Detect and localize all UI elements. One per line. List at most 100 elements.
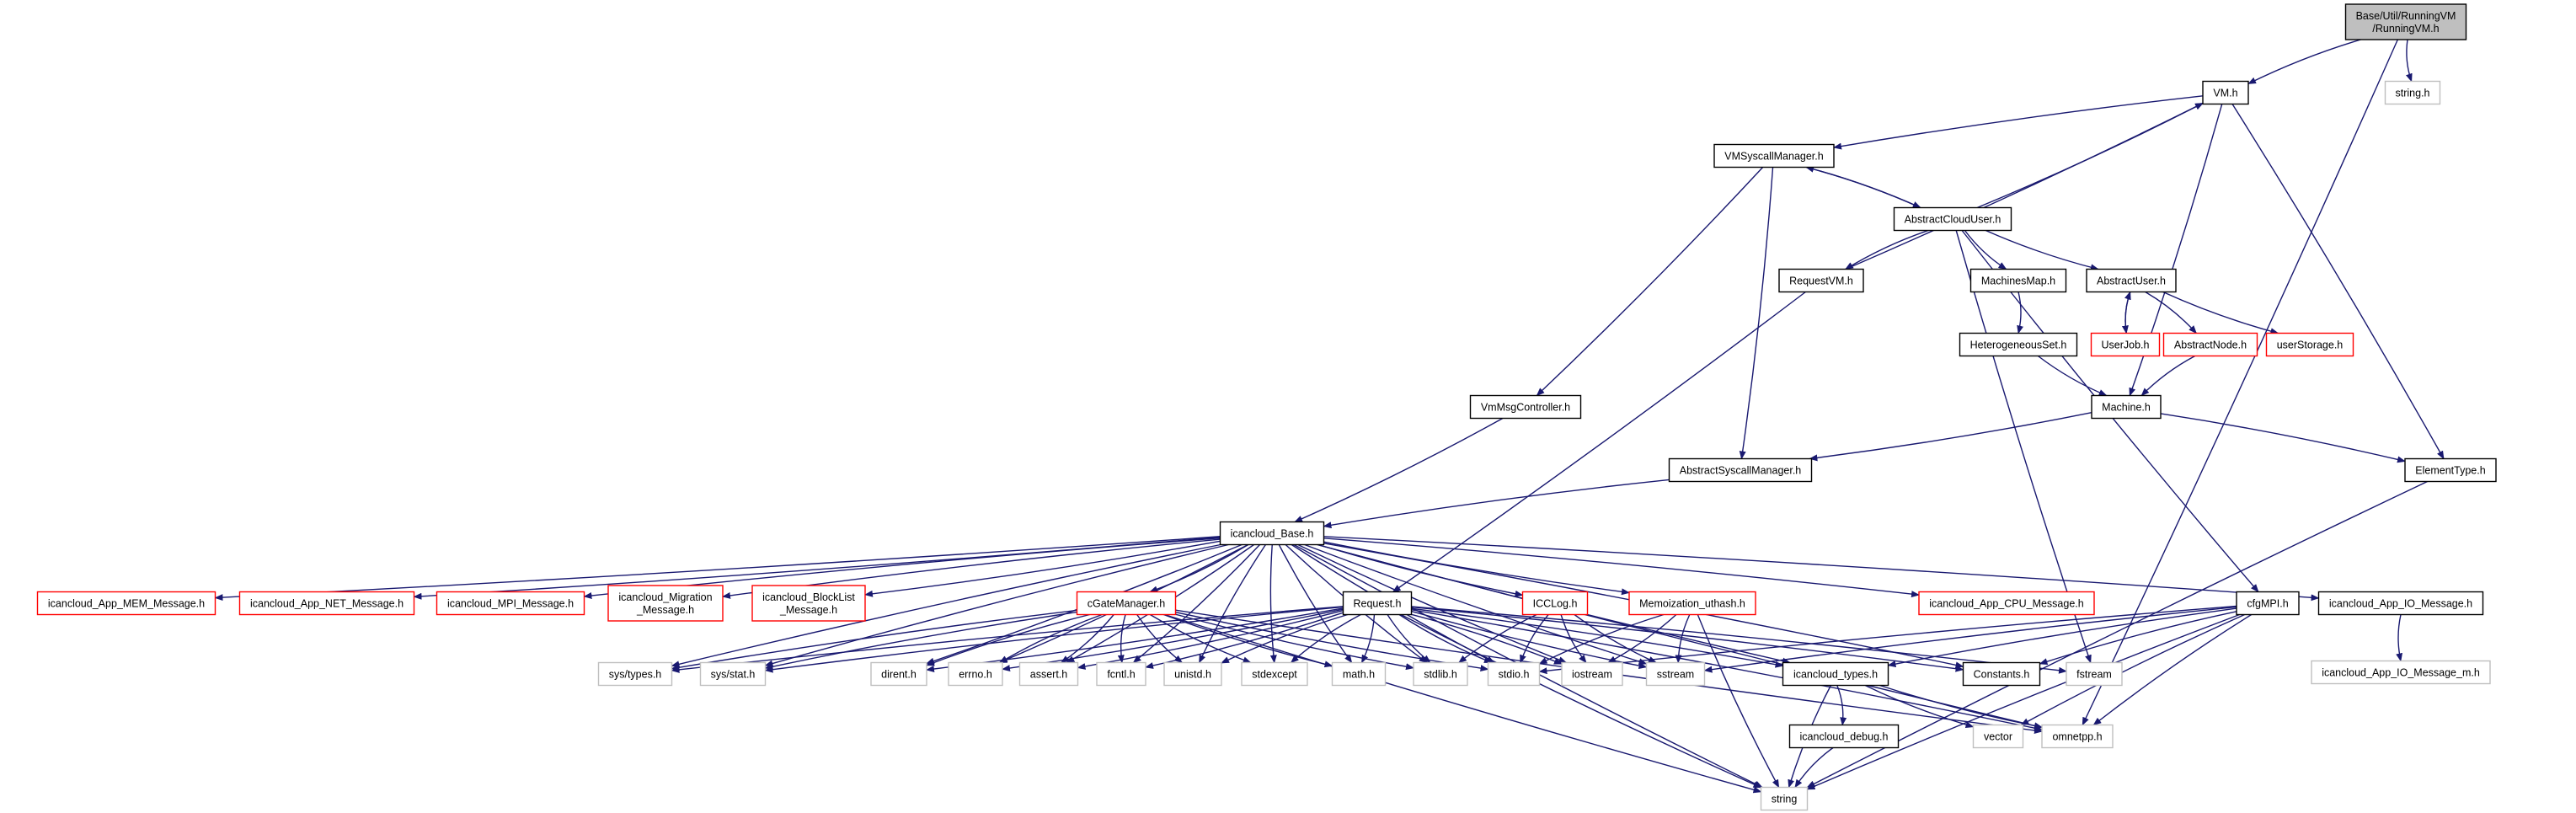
edge-icancloud-base-h-to-sys-stat-h (764, 543, 1229, 667)
node-vector[interactable]: vector (1972, 724, 2024, 749)
node-userstorage-h[interactable]: userStorage.h (2265, 332, 2354, 357)
node-string[interactable]: string (1760, 786, 1809, 811)
edge-request-h-to-assert-h (1077, 610, 1344, 670)
edge-cgatemanager-h-to-stdexcept (1149, 613, 1252, 664)
node-app-mem-msg[interactable]: icancloud_App_MEM_Message.h (36, 591, 216, 616)
edge-cgatemanager-h-to-unistd-h (1136, 614, 1184, 664)
edge-vmsyscallmanager-h-to-vmmsgcontroller-h (1536, 167, 1764, 397)
edge-heterogeneousset-h-to-machine-h (2037, 355, 2108, 397)
node-machinesmap-h[interactable]: MachinesMap.h (1969, 268, 2067, 293)
node-omnetpp-h[interactable]: omnetpp.h (2041, 724, 2114, 749)
node-app-io-msg-m[interactable]: icancloud_App_IO_Message_m.h (2311, 660, 2491, 685)
node-label: stdlib.h (1424, 669, 1457, 681)
node-label: MachinesMap.h (1981, 275, 2055, 287)
node-label: RequestVM.h (1789, 275, 1853, 287)
node-heterogeneousset-h[interactable]: HeterogeneousSet.h (1959, 332, 2078, 357)
node-running-vm[interactable]: Base/Util/RunningVM/RunningVM.h (2344, 3, 2467, 40)
edge-icancloud-debug-h-to-string (1794, 746, 1834, 789)
node-stdlib-h[interactable]: stdlib.h (1413, 661, 1468, 687)
node-stdexcept[interactable]: stdexcept (1241, 661, 1308, 687)
node-label: icancloud_App_IO_Message.h (2329, 598, 2472, 610)
node-dirent-h[interactable]: dirent.h (870, 661, 927, 687)
node-mpi-msg[interactable]: icancloud_MPI_Message.h (436, 591, 585, 616)
node-label: string (1772, 794, 1798, 805)
node-sys-types-h[interactable]: sys/types.h (597, 661, 673, 687)
node-assert-h[interactable]: assert.h (1018, 661, 1079, 687)
edge-icancloud-base-h-to-memoization-h (1323, 541, 1630, 596)
file-nodes: Base/Util/RunningVM/RunningVM.hVM.h strin… (36, 3, 2497, 811)
node-vmsyscallmanager-h[interactable]: VMSyscallManager.h (1713, 143, 1835, 168)
edge-cgatemanager-h-to-assert-h (1060, 614, 1114, 664)
node-errno-h[interactable]: errno.h (948, 661, 1003, 687)
node-app-io-msg[interactable]: icancloud_App_IO_Message.h (2317, 591, 2484, 616)
node-vmmsgcontroller-h[interactable]: VmMsgController.h (1469, 394, 1582, 420)
node-abstractclouduser-h[interactable]: AbstractCloudUser.h (1893, 206, 2012, 232)
node-iostream[interactable]: iostream (1561, 661, 1623, 687)
edge-abstractnode-h-to-machine-h (2140, 355, 2196, 397)
node-stdio-h[interactable]: stdio.h (1487, 661, 1541, 687)
node-icancloud-base-h[interactable]: icancloud_Base.h (1219, 521, 1325, 546)
node-userjob-h[interactable]: UserJob.h (2090, 332, 2161, 357)
node-label: sstream (1657, 669, 1694, 681)
node-label: icancloud_App_IO_Message_m.h (2322, 667, 2480, 679)
node-label: fstream (2076, 669, 2112, 681)
node-app-cpu-msg[interactable]: icancloud_App_CPU_Message.h (1918, 591, 2095, 616)
edge-request-h-to-stdlib-h (1387, 614, 1431, 664)
node-label: VM.h (2213, 88, 2237, 99)
node-icancloud-debug-h[interactable]: icancloud_debug.h (1788, 724, 1900, 749)
node-label: sys/types.h (609, 669, 662, 681)
node-blocklist-msg[interactable]: icancloud_BlockList_Message.h (751, 585, 866, 622)
node-label: /RunningVM.h (2372, 23, 2439, 35)
node-sys-stat-h[interactable]: sys/stat.h (699, 661, 767, 687)
edge-vm-h-to-machine-h (2129, 104, 2223, 397)
node-label: Machine.h (2102, 402, 2151, 414)
edge-abstractclouduser-h-to-vmsyscallmanager-h (1805, 165, 1921, 209)
edge-cgatemanager-h-to-sys-stat-h (764, 611, 1077, 671)
edge-icancloud-base-h-to-math-h (1278, 544, 1353, 664)
edge-cfgmpi-h-to-string (1806, 613, 2240, 790)
node-elementtype-h[interactable]: ElementType.h (2404, 457, 2497, 483)
edge-icancloud-base-h-to-sys-types-h (671, 543, 1221, 668)
node-fcntl-h[interactable]: fcntl.h (1096, 661, 1146, 687)
node-requestvm-h[interactable]: RequestVM.h (1778, 268, 1864, 293)
node-abstractuser-h[interactable]: AbstractUser.h (2086, 268, 2177, 293)
edge-memoization-h-to-iostream (1607, 613, 1677, 664)
edge-abstractclouduser-h-to-requestvm-h (1844, 229, 1929, 270)
node-label: VMSyscallManager.h (1724, 151, 1823, 163)
node-machine-h[interactable]: Machine.h (2091, 394, 2162, 420)
edge-running-vm-to-omnetpp-h (2082, 39, 2398, 726)
edge-icancloud-base-h-to-app-cpu-msg (1323, 538, 1920, 598)
node-request-h[interactable]: Request.h (1342, 591, 1413, 616)
edge-request-h-to-math-h (1360, 614, 1376, 664)
node-icclog-h[interactable]: ICCLog.h (1521, 591, 1589, 616)
edge-vmmsgcontroller-h-to-icancloud-base-h (1294, 417, 1504, 523)
edge-request-h-to-stdio-h (1398, 613, 1493, 664)
edge-icclog-h-to-sstream (1574, 613, 1657, 664)
node-sstream[interactable]: sstream (1645, 661, 1706, 687)
node-cgatemanager-h[interactable]: cGateManager.h (1076, 591, 1177, 616)
node-label: Base/Util/RunningVM (2356, 10, 2456, 22)
node-memoization-h[interactable]: Memoization_uthash.h (1628, 591, 1756, 616)
node-icancloud-types-h[interactable]: icancloud_types.h (1782, 661, 1889, 687)
node-string-h[interactable]: string.h (2384, 80, 2441, 105)
node-abstractnode-h[interactable]: AbstractNode.h (2162, 332, 2258, 357)
edge-icancloud-base-h-to-app-mem-msg (214, 536, 1221, 602)
node-constants-h[interactable]: Constants.h (1962, 661, 2041, 687)
node-abstractsyscallmanager-h[interactable]: AbstractSyscallManager.h (1668, 457, 1813, 483)
node-fstream[interactable]: fstream (2066, 661, 2123, 687)
node-cfgmpi-h[interactable]: cfgMPI.h (2236, 591, 2300, 616)
node-unistd-h[interactable]: unistd.h (1163, 661, 1222, 687)
edge-vmsyscallmanager-h-to-abstractclouduser-h (1805, 166, 1921, 209)
node-label: assert.h (1030, 669, 1068, 681)
node-vm-h[interactable]: VM.h (2202, 80, 2249, 105)
edge-icancloud-base-h-to-fcntl-h (1132, 544, 1261, 664)
node-label: AbstractCloudUser.h (1905, 214, 2001, 226)
node-app-net-msg[interactable]: icancloud_App_NET_Message.h (238, 591, 415, 616)
node-math-h[interactable]: math.h (1331, 661, 1387, 687)
node-label: AbstractSyscallManager.h (1680, 465, 1802, 477)
edge-cfgmpi-h-to-icancloud-types-h (1887, 607, 2237, 667)
node-label: dirent.h (881, 669, 917, 681)
node-migration-msg[interactable]: icancloud_Migration_Message.h (607, 585, 724, 622)
edge-request-h-to-stdexcept (1290, 613, 1361, 664)
